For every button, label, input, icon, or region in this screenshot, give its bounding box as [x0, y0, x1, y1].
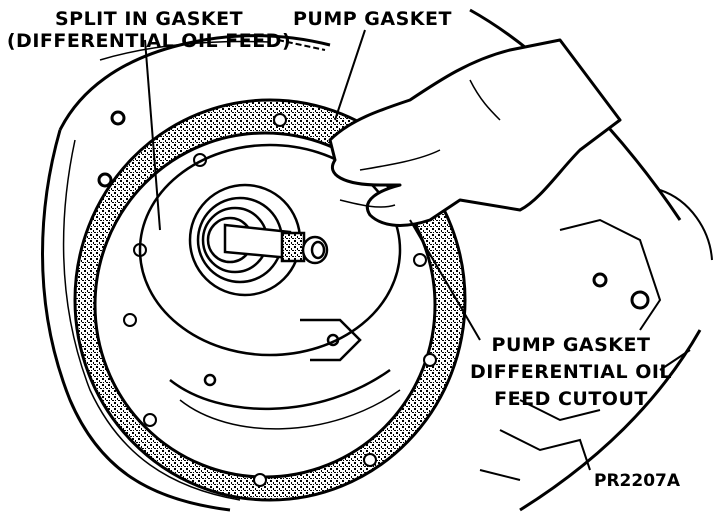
- callout-line: DIFFERENTIAL OIL: [469, 361, 673, 383]
- input-shaft: [188, 183, 329, 297]
- callout-split-in-gasket: SPLIT IN GASKET (DIFFERENTIAL OIL FEED): [4, 8, 294, 52]
- hand: [328, 38, 622, 227]
- callout-line: PUMP GASKET: [293, 8, 452, 30]
- leader-split-in-gasket: [144, 39, 161, 231]
- figure-id: PR2207A: [594, 471, 681, 491]
- callout-line: PUMP GASKET: [491, 334, 651, 356]
- case-detail-right: [479, 189, 713, 481]
- callout-differential-oil-feed-cutout: PUMP GASKET DIFFERENTIAL OIL FEED CUTOUT: [466, 332, 676, 413]
- leader-pump-gasket-right: [659, 349, 691, 371]
- callout-line: (DIFFERENTIAL OIL FEED): [6, 30, 292, 52]
- callout-pump-gasket: PUMP GASKET: [293, 8, 452, 30]
- leader-differential-cutout: [409, 219, 481, 341]
- leader-lines: [144, 29, 691, 371]
- leader-split-dashed: [277, 39, 326, 51]
- callout-line: FEED CUTOUT: [494, 388, 648, 410]
- leader-pump-gasket: [334, 29, 366, 121]
- callout-line: SPLIT IN GASKET: [54, 8, 244, 30]
- pump-housing: [138, 143, 402, 430]
